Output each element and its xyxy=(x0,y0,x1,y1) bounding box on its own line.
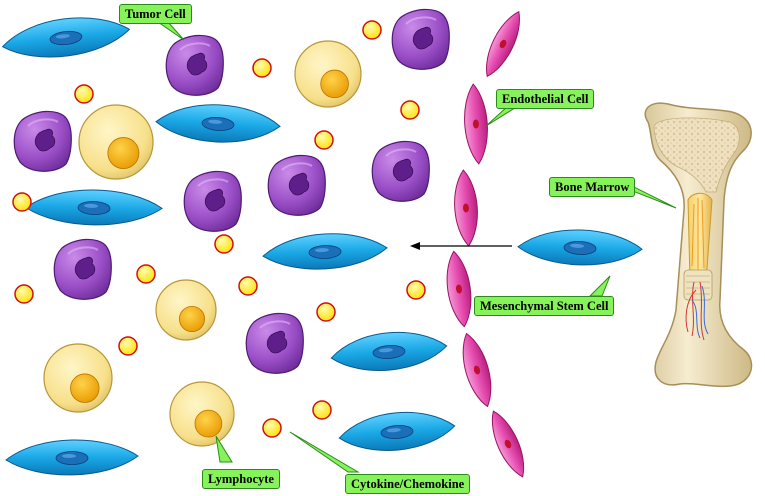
tumor-cell xyxy=(183,170,242,232)
blood-vessels xyxy=(685,281,705,341)
cytokine-dot xyxy=(12,192,32,212)
callout-pointers xyxy=(156,21,677,473)
tumor-cell xyxy=(267,154,326,216)
cytokine-dot xyxy=(314,130,334,150)
endothelial-pointer xyxy=(485,105,520,127)
lymphocyte xyxy=(294,40,362,108)
lymphocyte xyxy=(169,381,235,447)
mesenchymal-stem-cell xyxy=(330,331,448,371)
cytokine-dot xyxy=(238,276,258,296)
endothelial-cell xyxy=(446,250,472,328)
mesenchymal-stem-cell xyxy=(517,229,643,266)
cytokine-pointer xyxy=(289,431,360,473)
endothelial-cell xyxy=(486,10,520,78)
tumor-cell xyxy=(391,8,450,70)
bone-illustration xyxy=(644,102,753,388)
mesenchymal-stem-cell xyxy=(338,411,456,451)
endothelial-cell xyxy=(491,410,525,478)
lymphocyte xyxy=(155,279,217,341)
left-arrow-icon xyxy=(410,242,512,250)
cytokine-dot xyxy=(214,234,234,254)
bone-marrow-label: Bone Marrow xyxy=(549,177,636,197)
lymphocyte-label: Lymphocyte xyxy=(202,469,280,489)
tumor-cell-label: Tumor Cell xyxy=(119,4,192,24)
lymphocyte-pointer xyxy=(215,435,233,463)
endothelial-cell xyxy=(464,83,488,165)
mesenchymal-stem-cell xyxy=(5,439,139,476)
cytokine-dot xyxy=(136,264,156,284)
cytokine-dot xyxy=(14,284,34,304)
lymphocyte xyxy=(43,343,113,413)
endothelial-cell-label: Endothelial Cell xyxy=(496,89,595,109)
tumor-cell-pointer xyxy=(156,21,185,41)
tumor-cell xyxy=(371,140,430,202)
cytokine-dot xyxy=(252,58,272,78)
tumor-cell xyxy=(245,312,304,374)
mesenchymal-stem-cell xyxy=(262,233,388,270)
msc-pointer xyxy=(588,275,611,297)
cytokine-dot xyxy=(400,100,420,120)
endothelial-cell xyxy=(454,169,478,247)
cytokine-dot xyxy=(74,84,94,104)
lymphocyte xyxy=(78,104,154,180)
bone-spongy-section xyxy=(653,117,740,193)
mesenchymal-stem-cell-label: Mesenchymal Stem Cell xyxy=(474,296,615,316)
cytokine-dot xyxy=(312,400,332,420)
cytokine-dot xyxy=(362,20,382,40)
endothelial-cell xyxy=(462,332,492,408)
tumor-cell xyxy=(165,34,224,96)
mesenchymal-stem-cell xyxy=(155,104,281,143)
cytokine-dot xyxy=(262,418,282,438)
cytokine-dot xyxy=(406,280,426,300)
mesenchymal-stem-cell xyxy=(25,189,163,226)
cytokine-dot xyxy=(316,302,336,322)
tumor-cell xyxy=(53,238,112,300)
cytokine-dot xyxy=(118,336,138,356)
tumor-cell xyxy=(13,110,72,172)
cytokine-chemokine-label: Cytokine/Chemokine xyxy=(345,474,471,494)
mesenchymal-stem-cell xyxy=(1,17,131,58)
